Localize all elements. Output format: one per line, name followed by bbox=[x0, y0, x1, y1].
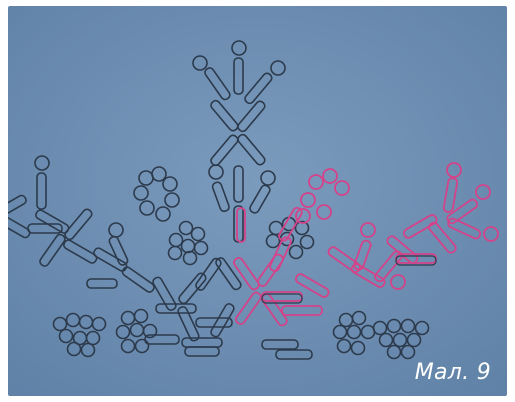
circle-cluster-bottom-right-2 bbox=[372, 318, 430, 360]
pink-curl bbox=[269, 168, 350, 273]
top-flower bbox=[192, 40, 286, 203]
circle-cluster-center bbox=[265, 216, 315, 260]
circle-cluster-left-top bbox=[133, 166, 180, 222]
lower-center-dark bbox=[144, 257, 242, 357]
circle-cluster-bottom-left-2 bbox=[115, 308, 158, 354]
pink-outline-pattern bbox=[233, 162, 499, 327]
pattern-drawing bbox=[8, 6, 507, 396]
left-branch bbox=[8, 155, 155, 293]
figure-caption: Мал. 9 bbox=[414, 360, 491, 385]
circle-cluster-left-mid bbox=[167, 220, 209, 266]
pink-right-branch bbox=[281, 222, 406, 316]
dark-outline-pattern bbox=[8, 40, 430, 360]
circle-cluster-bottom-left bbox=[52, 312, 107, 358]
photo: Мал. 9 bbox=[8, 6, 507, 396]
photo-background bbox=[8, 6, 507, 396]
circle-cluster-bottom-right bbox=[332, 310, 376, 356]
